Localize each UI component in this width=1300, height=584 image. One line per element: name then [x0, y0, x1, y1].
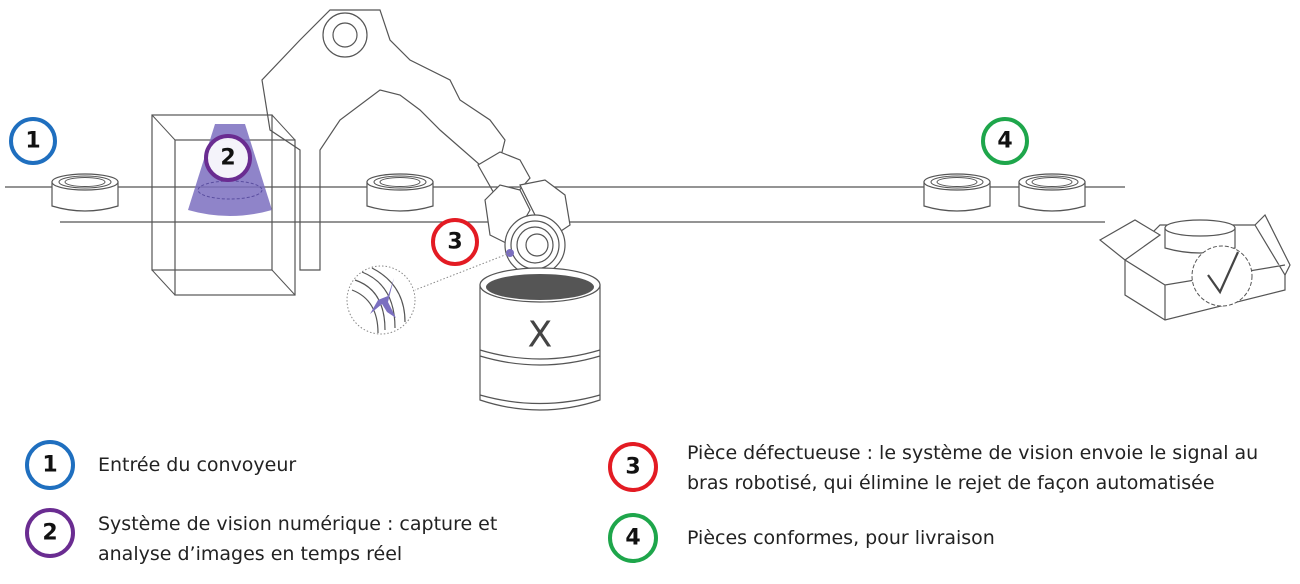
legend-text: bras robotisé, qui élimine le rejet de f… — [687, 472, 1215, 494]
gripper — [414, 179, 571, 291]
legend-text: Système de vision numérique : capture et — [98, 513, 498, 535]
svg-text:3: 3 — [625, 455, 640, 480]
bearing — [366, 173, 434, 212]
checkmark-icon — [1207, 251, 1240, 295]
svg-text:4: 4 — [997, 129, 1012, 154]
legend-text: Pièce défectueuse : le système de vision… — [687, 442, 1259, 464]
approved-seal — [1191, 245, 1253, 307]
marker-1: 1 — [9, 117, 57, 165]
svg-text:3: 3 — [447, 230, 462, 255]
reject-bin: X — [479, 267, 601, 411]
svg-text:1: 1 — [25, 129, 40, 154]
svg-text:1: 1 — [42, 453, 57, 478]
legend-marker-2: 2 — [25, 508, 75, 558]
legend-marker-4: 4 — [608, 513, 658, 563]
bearing — [51, 173, 119, 212]
marker-3: 3 — [431, 218, 479, 266]
legend-text: analyse d’images en temps réel — [98, 543, 403, 565]
reject-bin-label: X — [528, 315, 553, 356]
svg-text:2: 2 — [220, 146, 235, 171]
bearings — [51, 173, 1086, 212]
step-markers: 1 2 3 4 — [9, 117, 1029, 266]
marker-2: 2 — [204, 134, 252, 182]
legend-marker-1: 1 — [25, 440, 75, 490]
svg-text:2: 2 — [42, 521, 57, 546]
bearing — [1018, 173, 1086, 212]
marker-4: 4 — [981, 117, 1029, 165]
robot-arm — [261, 9, 531, 271]
bearing — [923, 173, 991, 212]
legend-text: Entrée du convoyeur — [98, 454, 297, 476]
defect-magnifier — [346, 265, 416, 335]
legend-text: Pièces conformes, pour livraison — [687, 527, 995, 549]
legend-item-2: Système de vision numérique : capture et… — [98, 509, 497, 569]
legend-marker-3: 3 — [608, 442, 658, 492]
legend-item-3: Pièce défectueuse : le système de vision… — [687, 438, 1258, 498]
defective-part — [504, 214, 566, 276]
delivery-box — [1098, 213, 1291, 321]
legend-item-4: Pièces conformes, pour livraison — [687, 523, 995, 553]
legend-markers: 1 2 3 4 — [25, 440, 658, 563]
svg-text:4: 4 — [625, 526, 640, 551]
legend-item-1: Entrée du convoyeur — [98, 450, 296, 480]
